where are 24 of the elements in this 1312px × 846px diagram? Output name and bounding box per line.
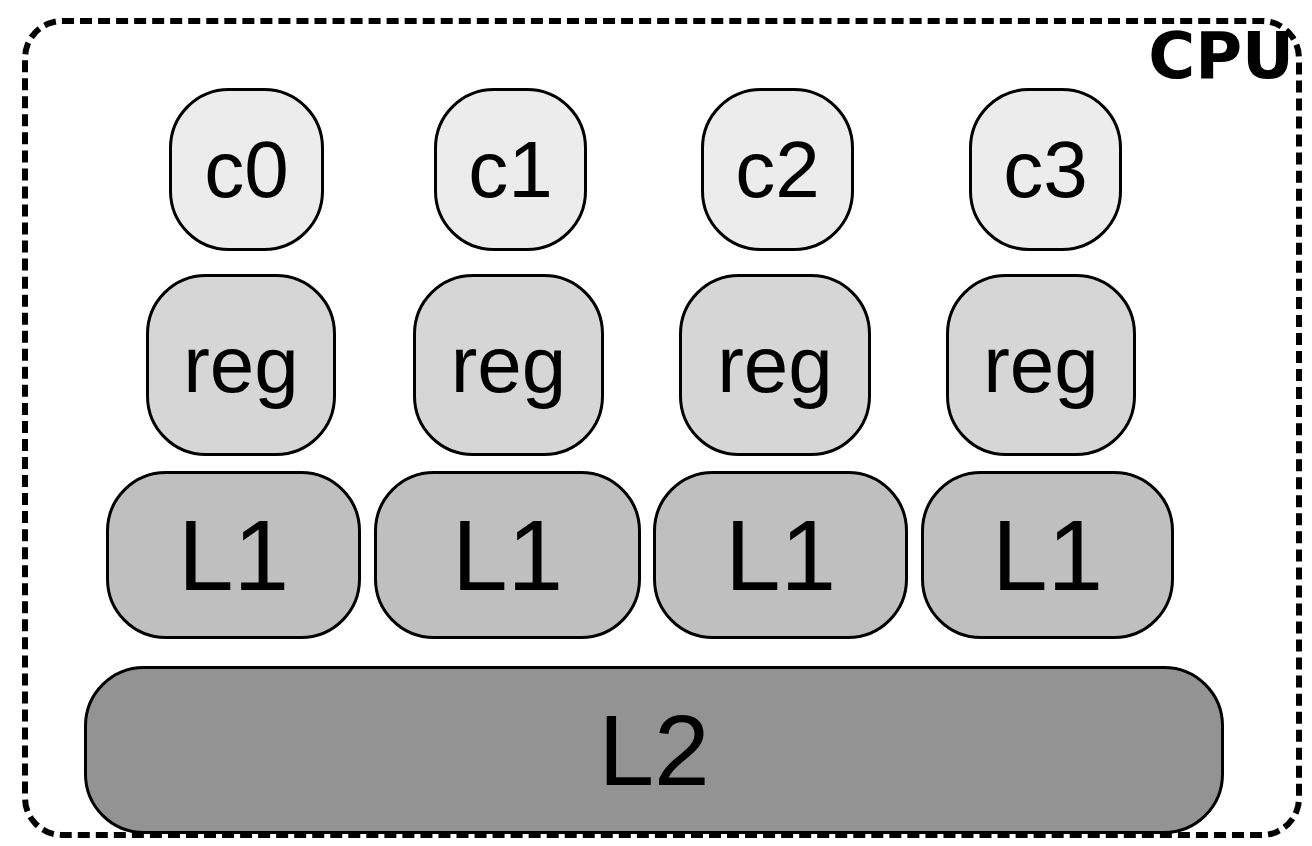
node-label: c0 <box>204 129 289 210</box>
core-box <box>969 88 1122 251</box>
node-label: c3 <box>1003 129 1088 210</box>
node-label: L1 <box>451 505 564 605</box>
register-box <box>413 274 604 456</box>
container-label: CPU <box>1148 24 1294 88</box>
node-label: c1 <box>468 129 553 210</box>
register-box <box>946 274 1136 456</box>
node-label: L2 <box>598 700 710 800</box>
cache-box <box>921 471 1174 639</box>
node-label: L1 <box>991 505 1104 605</box>
node-label: L1 <box>724 505 837 605</box>
register-box <box>146 274 336 456</box>
core-box <box>434 88 587 251</box>
core-box <box>169 88 324 251</box>
cpu-container <box>22 18 1302 838</box>
register-box <box>679 274 871 456</box>
node-label: L1 <box>177 505 290 605</box>
cache-box <box>374 471 641 639</box>
cache-box <box>653 471 908 639</box>
core-box <box>701 88 854 251</box>
cache-box <box>84 666 1224 834</box>
cache-box <box>106 471 361 639</box>
node-label: c2 <box>735 129 820 210</box>
